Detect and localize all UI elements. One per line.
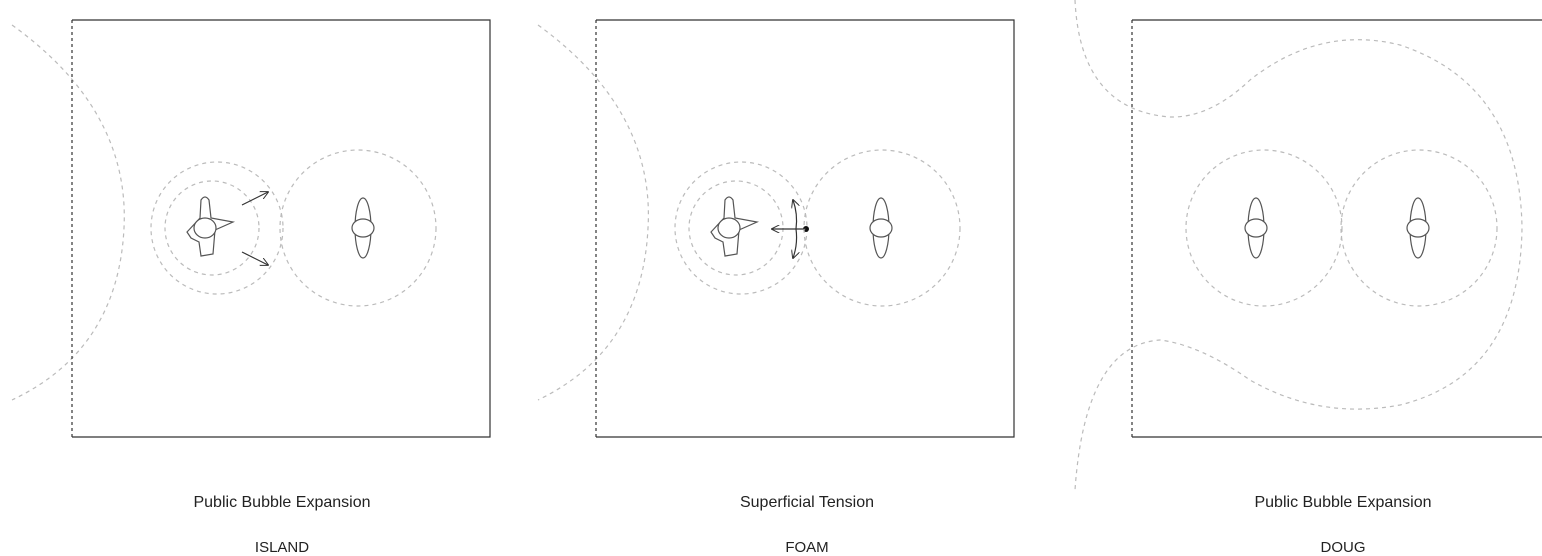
- personal-bubble-inner: [164, 180, 260, 276]
- personal-bubble-inner: [688, 180, 784, 276]
- merged-public-bubble: [1074, 0, 1523, 491]
- panel-island: [11, 19, 491, 438]
- panel-foam: [537, 19, 1015, 438]
- person-walking-icon: [710, 196, 758, 257]
- personal-bubble-outer: [150, 161, 284, 295]
- tension-arrow-down: [793, 228, 797, 258]
- personal-bubble: [279, 149, 437, 307]
- person-walking-icon: [186, 196, 234, 257]
- public-bubble-outline: [11, 24, 125, 401]
- panel-island-label: ISLAND: [254, 539, 310, 556]
- personal-bubble: [1185, 149, 1343, 307]
- site-frame: [596, 19, 1015, 438]
- personal-bubble: [1340, 149, 1498, 307]
- person-standing-icon: [351, 197, 375, 259]
- site-frame: [1132, 19, 1542, 438]
- tension-arrow-up: [793, 200, 797, 230]
- panel-foam-label: FOAM: [785, 539, 829, 556]
- person-standing-icon: [1244, 197, 1268, 259]
- expansion-arrow-up: [241, 192, 268, 206]
- expansion-arrow-down: [241, 251, 268, 265]
- person-standing-icon: [1406, 197, 1430, 259]
- panel-doug-subtitle: Public Bubble Expansion: [1254, 494, 1432, 511]
- public-bubble-outline: [537, 24, 649, 401]
- site-frame: [72, 19, 491, 438]
- person-standing-icon: [869, 197, 893, 259]
- panel-island-subtitle: Public Bubble Expansion: [193, 494, 371, 511]
- panel-foam-subtitle: Superficial Tension: [739, 494, 874, 511]
- panel-doug: [1074, 0, 1542, 491]
- panel-doug-label: DOUG: [1320, 539, 1366, 556]
- personal-bubble: [803, 149, 961, 307]
